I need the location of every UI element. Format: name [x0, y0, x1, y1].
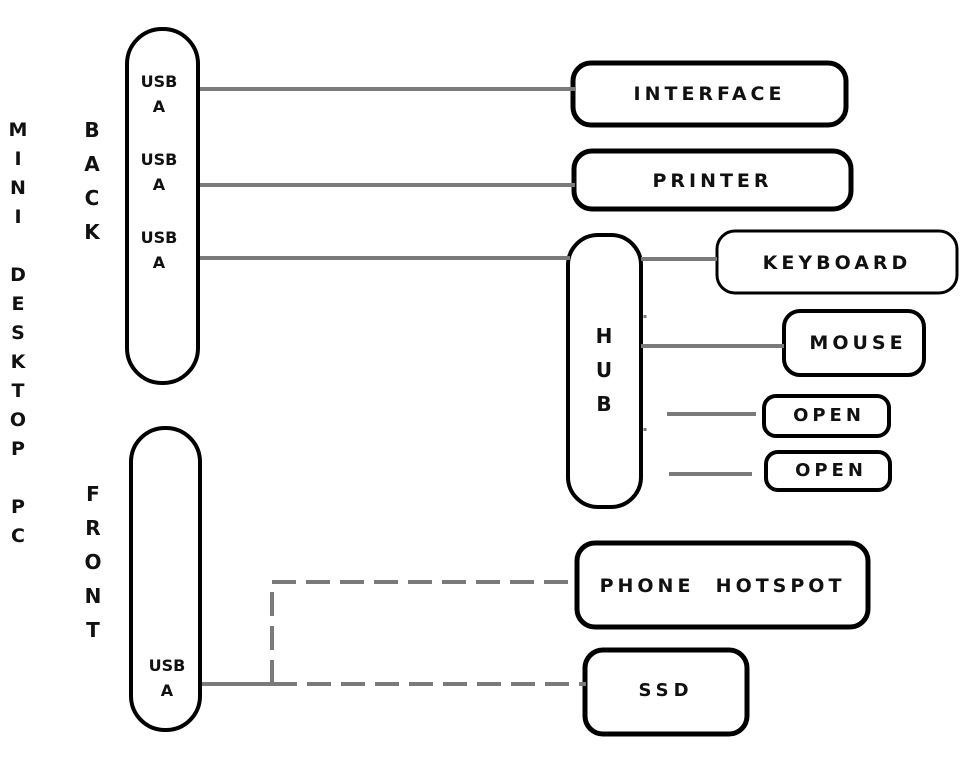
computer-label-letter: K [10, 351, 26, 373]
front-usb-port: USB A [147, 653, 187, 703]
computer-label: M I N I D E S K T O P P C [6, 116, 30, 551]
hub-label-letter: U [595, 358, 613, 382]
back-usb-port-3: USB A [139, 225, 179, 275]
back-label-letter: B [84, 118, 100, 142]
computer-label-letter: S [11, 322, 25, 344]
open-box-1 [762, 394, 891, 438]
computer-label-letter: P [11, 496, 25, 518]
front-label-letter: O [84, 550, 102, 574]
phone-hotspot-label: PHONE HOTSPOT [599, 575, 846, 597]
keyboard-box [715, 229, 959, 295]
open-label-1: OPEN [793, 405, 865, 426]
front-label-letter: T [86, 618, 100, 642]
back-panel [125, 27, 200, 385]
back-label-letter: A [84, 152, 100, 176]
printer-label: PRINTER [652, 170, 773, 192]
back-label-letter: C [84, 186, 100, 210]
front-label-letter: N [84, 584, 102, 608]
open-label-2: OPEN [795, 460, 867, 481]
phone-hotspot-box [574, 540, 871, 630]
port-subtype: A [160, 681, 174, 700]
port-type: USB [140, 228, 178, 247]
computer-label-letter: M [8, 119, 28, 141]
printer-box [571, 148, 854, 212]
computer-label-letter: C [11, 525, 25, 547]
hub-label-letter: H [595, 324, 613, 348]
back-usb-port-2: USB A [139, 147, 179, 197]
hub-label: H U B [592, 319, 616, 421]
port-type: USB [140, 72, 178, 91]
ssd-box [582, 647, 750, 737]
front-panel [129, 426, 202, 732]
front-panel-label: F R O N T [81, 477, 105, 647]
hub-label-letter: B [596, 392, 612, 416]
computer-label-letter: P [11, 438, 25, 460]
port-subtype: A [152, 175, 166, 194]
keyboard-label: KEYBOARD [762, 252, 912, 274]
ssd-label: SSD [638, 680, 694, 701]
computer-label-letter: O [9, 409, 27, 431]
port-subtype: A [152, 97, 166, 116]
port-subtype: A [152, 253, 166, 272]
computer-label-letter: E [11, 293, 25, 315]
back-label-letter: K [84, 220, 100, 244]
port-type: USB [148, 656, 186, 675]
computer-label-letter: I [14, 206, 22, 228]
front-label-letter: R [85, 516, 101, 540]
front-label-letter: F [86, 482, 100, 506]
computer-label-letter: T [11, 380, 25, 402]
mouse-label: MOUSE [809, 332, 907, 354]
mouse-box [782, 309, 926, 377]
interface-label: INTERFACE [633, 83, 786, 105]
interface-box [570, 60, 849, 128]
port-type: USB [140, 150, 178, 169]
computer-label-letter: N [10, 177, 26, 199]
computer-label-letter: D [10, 264, 26, 286]
open-box-2 [764, 450, 892, 492]
hub-box [566, 233, 643, 509]
computer-label-letter: I [14, 148, 22, 170]
back-panel-label: B A C K [80, 113, 104, 249]
back-usb-port-1: USB A [139, 69, 179, 119]
